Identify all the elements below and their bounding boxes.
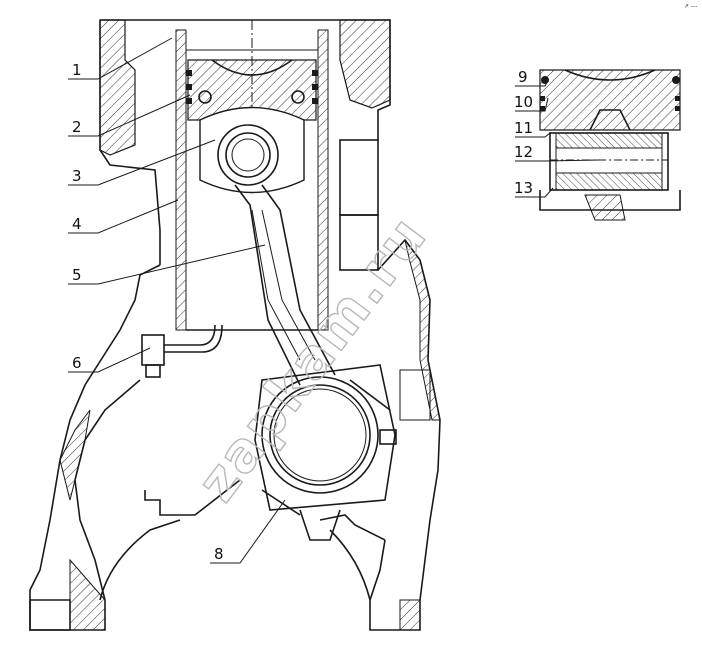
corner-mark: ↗ ---: [684, 3, 697, 10]
callout-1: 1: [72, 61, 82, 79]
callout-6: 6: [72, 354, 82, 372]
callout-10: 10: [514, 93, 533, 111]
oil-jet: [141, 324, 223, 378]
callout-9: 9: [518, 68, 528, 86]
piston-detail-view: [539, 69, 681, 221]
callout-5: 5: [72, 266, 82, 284]
connecting-rod: [217, 124, 397, 541]
leader-lines: [68, 37, 601, 564]
callout-13: 13: [514, 179, 533, 197]
callout-8: 8: [214, 545, 224, 563]
piston-rings: [186, 70, 318, 104]
piston: [186, 59, 318, 194]
watermark-text: zapkam.ru: [185, 204, 439, 512]
callout-11: 11: [514, 119, 533, 137]
callout-labels: 1 2 3 4 5 6 8 9 10 11 12 13: [72, 61, 533, 563]
engine-block: [29, 19, 441, 631]
callout-12: 12: [514, 143, 533, 161]
cylinder-liner: [175, 20, 329, 331]
callout-3: 3: [72, 167, 82, 185]
callout-4: 4: [72, 215, 82, 233]
callout-2: 2: [72, 118, 82, 136]
